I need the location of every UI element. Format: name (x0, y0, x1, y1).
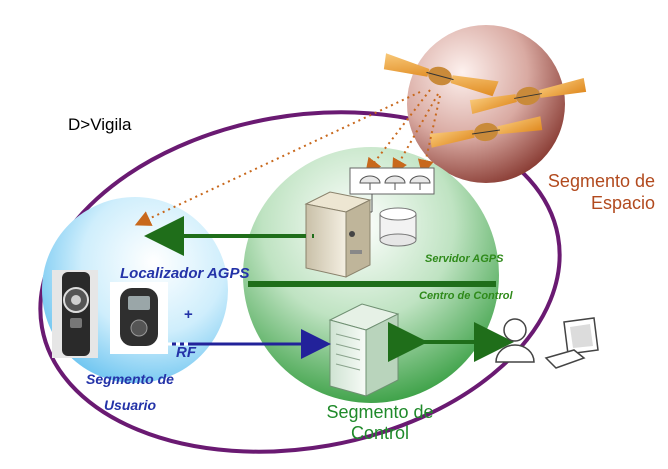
server-icon (328, 303, 400, 397)
server-icon (304, 191, 372, 278)
handheld-tracker-icon (110, 282, 168, 354)
antenna-icon (384, 175, 406, 190)
satellite-icon (469, 78, 587, 114)
system-boundary-ellipse (38, 110, 562, 454)
database-icon (379, 207, 417, 247)
wristwatch-icon (52, 270, 98, 358)
plus-sign: + (184, 306, 193, 323)
control-segment-label: Segmento de Control (326, 402, 434, 443)
user-icon (495, 318, 535, 363)
antenna-array (348, 167, 435, 213)
antenna-icon (409, 175, 431, 190)
agps-server-label: Servidor AGPS (425, 253, 504, 265)
satellite-signal-to-antenna-1 (365, 89, 431, 175)
system-name-label: D>Vigila (68, 115, 132, 134)
server-control-divider (248, 281, 496, 287)
control-center-label: Centro de Control (419, 290, 513, 302)
antenna-icon (359, 175, 381, 190)
satellite-icon (383, 53, 499, 97)
space-segment-label: Segmento de Espacio (547, 171, 655, 213)
rf-label: RF (176, 344, 196, 361)
satellite-icon (429, 116, 543, 148)
satellite-signal-to-antenna-3 (417, 95, 441, 176)
agps-locator-label: Localizador AGPS (120, 265, 250, 282)
workstation-icon (544, 317, 599, 369)
satellite-signal-to-antenna-2 (392, 93, 439, 175)
user-segment-label: Segmento de Usuario (86, 371, 174, 413)
